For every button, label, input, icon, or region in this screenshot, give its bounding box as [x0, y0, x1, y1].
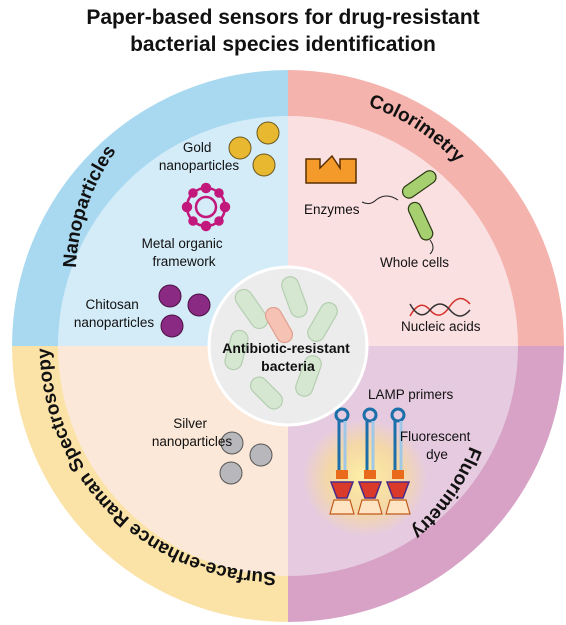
chitosan-nanoparticles-icon — [158, 284, 211, 338]
whole-cells-icon — [361, 170, 437, 255]
fluorescent-dye-label: Fluorescent dye — [400, 429, 474, 462]
silver-nanoparticles-label: Silver nanoparticles — [152, 416, 233, 449]
title-line-1: Paper-based sensors for drug-resistant — [86, 6, 480, 29]
diagram-title: Paper-based sensors for drug-resistant b… — [0, 4, 566, 58]
enzymes-label: Enzymes — [304, 202, 360, 217]
nucleic-acid-icon — [409, 297, 471, 317]
nucleic-acids-label: Nucleic acids — [401, 319, 481, 334]
gold-nanoparticles-icon — [228, 121, 280, 177]
nanoparticles-inner-quadrant — [58, 116, 288, 346]
title-line-2: bacterial species identification — [130, 33, 436, 56]
silver-nanoparticles-icon — [219, 431, 273, 485]
lamp-primers-label: LAMP primers — [368, 387, 454, 402]
whole-cells-label: Whole cells — [380, 255, 449, 270]
sers-inner-quadrant — [58, 346, 288, 576]
enzyme-icon — [305, 154, 357, 184]
bacteria-icon — [224, 276, 338, 410]
lamp-primers-icon — [329, 407, 411, 515]
metal-organic-framework-icon — [181, 182, 231, 232]
metal-organic-framework-label: Metal organic framework — [142, 236, 227, 269]
gold-nanoparticles-label: Gold nanoparticles — [159, 140, 240, 173]
chitosan-nanoparticles-label: Chitosan nanoparticles — [74, 297, 155, 330]
center-label: Antibiotic-resistant bacteria — [222, 340, 353, 374]
